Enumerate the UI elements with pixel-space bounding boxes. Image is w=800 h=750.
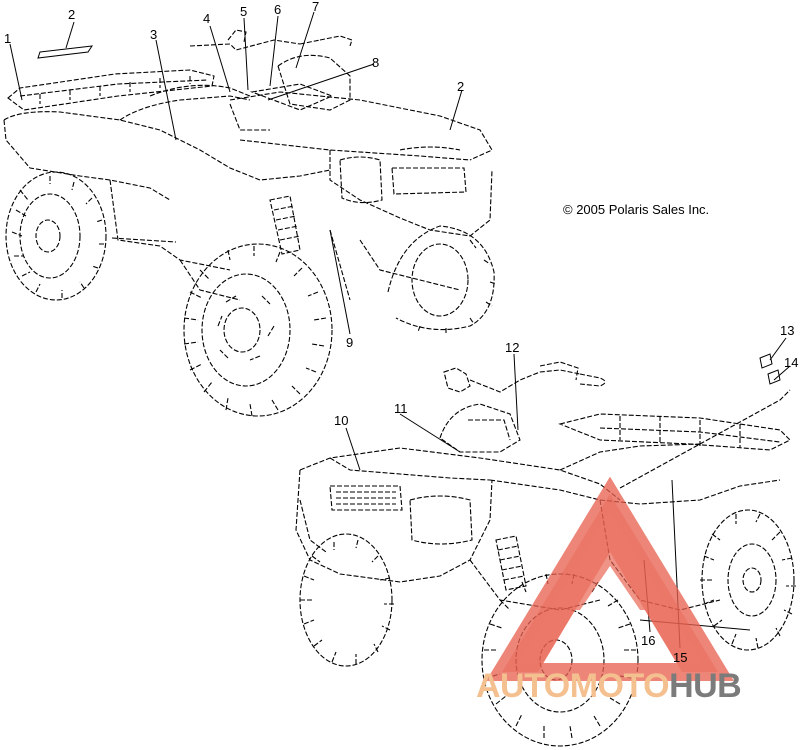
callout-7: 7 xyxy=(312,0,320,14)
callout-14: 14 xyxy=(784,355,799,370)
watermark-text-part2: HUB xyxy=(669,667,742,705)
wheel-bottom-rear-right xyxy=(700,509,796,651)
callout-15: 15 xyxy=(673,650,688,665)
callout-9: 9 xyxy=(346,335,354,350)
callout-1: 1 xyxy=(4,31,12,46)
callout-13: 13 xyxy=(780,323,795,338)
wheel-top-rear xyxy=(5,171,107,301)
callout-12: 12 xyxy=(505,340,520,355)
leader-lines xyxy=(9,11,791,649)
wheel-top-front xyxy=(183,243,333,417)
callout-16: 16 xyxy=(641,633,656,648)
callout-5: 5 xyxy=(240,4,248,19)
decal-strip-top xyxy=(37,45,94,59)
copyright-text: © 2005 Polaris Sales Inc. xyxy=(563,202,710,217)
watermark-logo: AUTOMOTOHUB xyxy=(476,667,742,705)
callout-10: 10 xyxy=(334,413,349,428)
watermark-triangle xyxy=(486,476,734,681)
atv-bottom xyxy=(295,361,791,611)
callout-3: 3 xyxy=(150,27,158,42)
wheel-bottom-front-left xyxy=(299,533,394,667)
atv-top xyxy=(3,29,493,301)
decal-13-14 xyxy=(759,353,781,385)
callout-2-top: 2 xyxy=(68,7,76,22)
callout-2-front: 2 xyxy=(457,79,465,94)
watermark-text-part1: AUTOMOTO xyxy=(476,667,670,705)
callout-8: 8 xyxy=(372,55,380,70)
wheel-top-far-front xyxy=(387,225,497,334)
callout-4: 4 xyxy=(203,11,211,26)
callout-11: 11 xyxy=(394,401,408,416)
callout-6: 6 xyxy=(274,2,282,17)
